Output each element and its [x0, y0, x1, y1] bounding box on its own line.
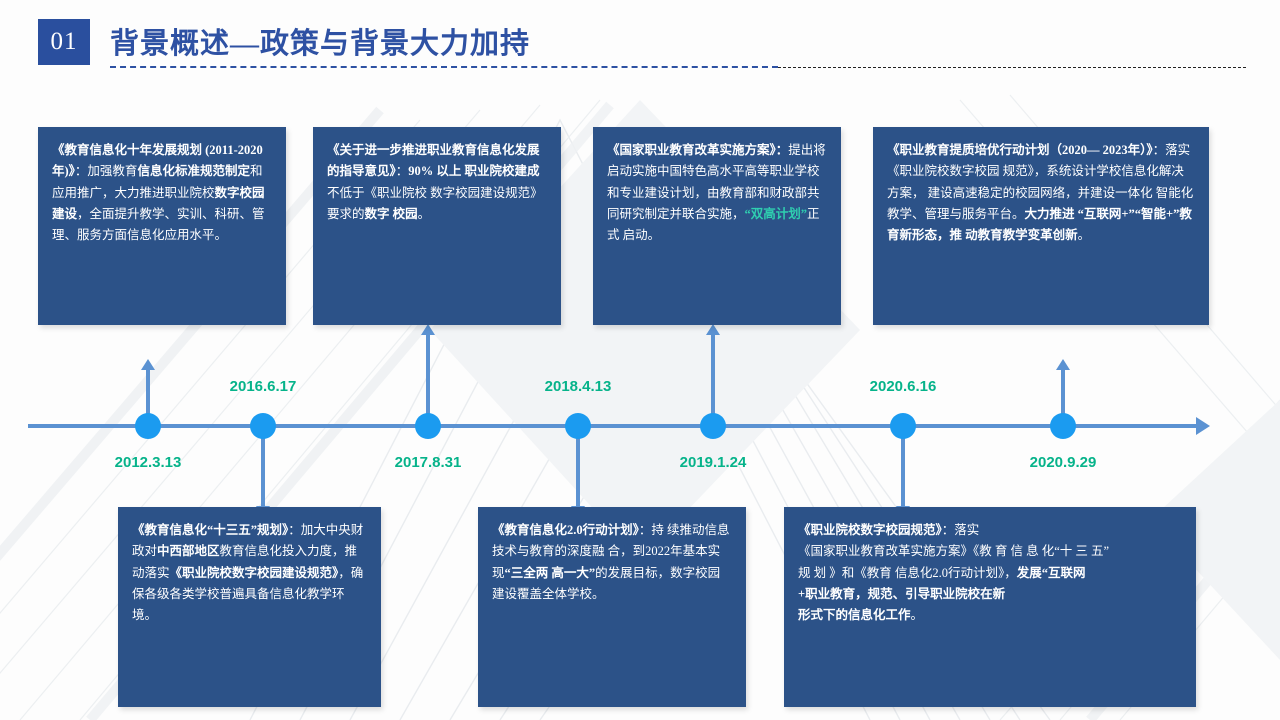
policy-card-2019: 《国家职业教育改革实施方案》：提出将启动实施中国特色高水平高等职业学校和专业建设…: [593, 127, 841, 325]
timeline-node-dot[interactable]: [890, 413, 916, 439]
timeline-date-label: 2017.8.31: [394, 454, 462, 471]
timeline-node-dot[interactable]: [415, 413, 441, 439]
policy-card-2017: 《关于进一步推进职业教育信息化发展的指导意见》：90% 以上 职业院校建成不低于…: [313, 127, 561, 325]
timeline-date-label: 2019.1.24: [679, 454, 747, 471]
timeline-date-label: 2016.6.17: [229, 378, 297, 395]
section-number-badge: 01: [38, 19, 90, 65]
timeline-node-dot[interactable]: [1050, 413, 1076, 439]
policy-card-2020-06: 《职业院校数字校园规范》：落实《国家职业教育改革实施方案》《教 育 信 息 化“…: [784, 507, 1196, 707]
timeline-date-label: 2020.6.16: [869, 378, 937, 395]
timeline-date-label: 2018.4.13: [544, 378, 612, 395]
timeline-axis-arrow-icon: [1196, 417, 1210, 435]
timeline-node-dot[interactable]: [565, 413, 591, 439]
timeline-node-dot[interactable]: [135, 413, 161, 439]
policy-card-2012: 《教育信息化十年发展规划 (2011-2020年)》：加强教育信息化标准规范制定…: [38, 127, 286, 325]
policy-card-2018: 《教育信息化2.0行动计划》：持 续推动信息技术与教育的深度融 合，到2022年…: [478, 507, 746, 707]
slide-header: 01 背景概述—政策与背景大力加持: [0, 0, 1280, 92]
timeline-node-dot[interactable]: [700, 413, 726, 439]
policy-card-2020-09: 《职业教育提质培优行动计划（2020— 2023年）》：落实《职业院校数字校园 …: [873, 127, 1209, 325]
timeline-axis: [28, 424, 1200, 428]
page-title: 背景概述—政策与背景大力加持: [110, 28, 531, 60]
timeline-node-dot[interactable]: [250, 413, 276, 439]
title-underline-blue: [110, 66, 778, 68]
timeline-stem-arrow-icon: [1056, 359, 1070, 370]
timeline-stem: [711, 334, 715, 424]
timeline-stem: [426, 334, 430, 424]
timeline-stem-arrow-icon: [706, 324, 720, 335]
timeline-stem-arrow-icon: [421, 324, 435, 335]
timeline-date-label: 2012.3.13: [114, 454, 182, 471]
title-underline-dark: [778, 67, 1246, 68]
timeline-date-label: 2020.9.29: [1029, 454, 1097, 471]
policy-card-2016: 《教育信息化“十三五”规划》：加大中央财政对中西部地区教育信息化投入力度，推动落…: [118, 507, 381, 707]
timeline-stem-arrow-icon: [141, 359, 155, 370]
